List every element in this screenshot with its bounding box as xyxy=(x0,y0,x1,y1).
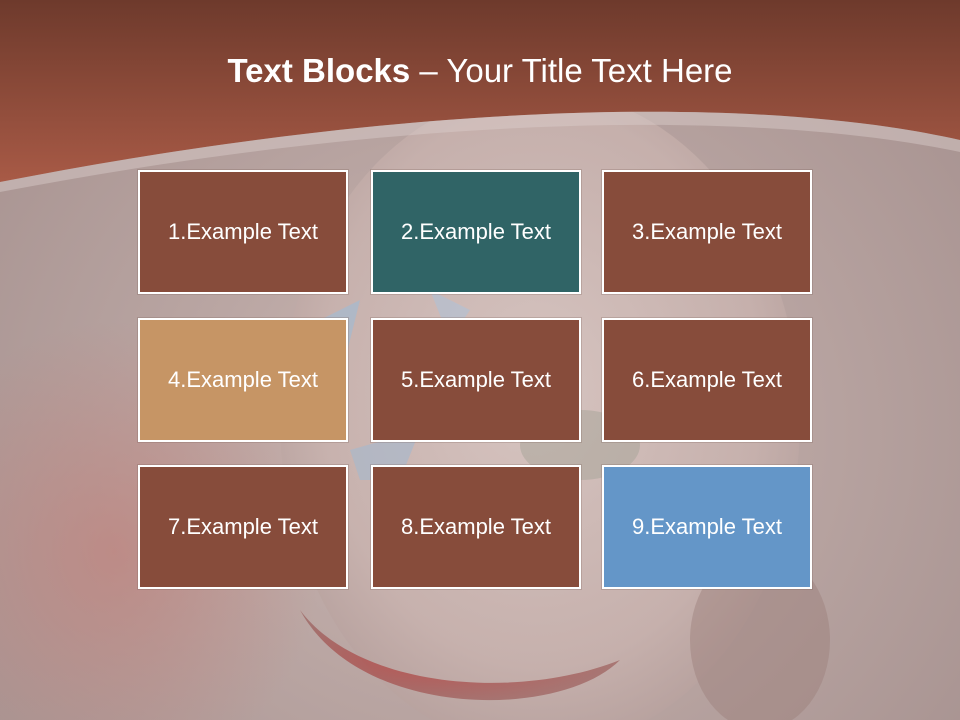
text-block-5[interactable]: 5.Example Text xyxy=(371,318,581,442)
text-block-label: 4.Example Text xyxy=(167,367,318,392)
text-block-9[interactable]: 9.Example Text xyxy=(602,465,812,589)
text-block-2[interactable]: 2.Example Text xyxy=(371,170,581,294)
text-block-8[interactable]: 8.Example Text xyxy=(371,465,581,589)
text-block-3[interactable]: 3.Example Text xyxy=(602,170,812,294)
text-block-label: 8.Example Text xyxy=(400,514,551,539)
text-block-label: 9.Example Text xyxy=(631,514,782,539)
text-block-7[interactable]: 7.Example Text xyxy=(138,465,348,589)
text-block-grid: 1.Example Text 2.Example Text 3.Example … xyxy=(138,170,816,594)
title-rest-part: – Your Title Text Here xyxy=(410,52,733,89)
title-bold-part: Text Blocks xyxy=(227,52,411,89)
text-block-label: 1.Example Text xyxy=(167,219,318,244)
text-block-label: 3.Example Text xyxy=(631,219,782,244)
header-band xyxy=(0,0,960,192)
text-block-4[interactable]: 4.Example Text xyxy=(138,318,348,442)
page-title: Text Blocks – Your Title Text Here xyxy=(0,52,960,90)
text-block-label: 2.Example Text xyxy=(400,219,551,244)
text-block-label: 6.Example Text xyxy=(631,367,782,392)
text-block-6[interactable]: 6.Example Text xyxy=(602,318,812,442)
text-block-1[interactable]: 1.Example Text xyxy=(138,170,348,294)
text-block-label: 5.Example Text xyxy=(400,367,551,392)
text-block-label: 7.Example Text xyxy=(167,514,318,539)
